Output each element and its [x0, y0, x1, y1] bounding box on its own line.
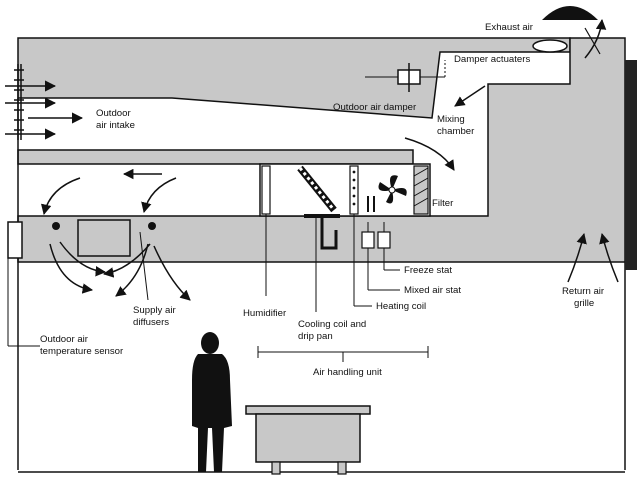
ahu-casing	[259, 163, 431, 217]
label-mixed-air-stat: Mixed air stat	[404, 285, 461, 296]
intake-arrows	[5, 80, 84, 140]
diffuser-leader	[139, 231, 149, 301]
right-wall-column	[625, 60, 637, 270]
leader-lines	[257, 214, 429, 362]
diffuser-right	[148, 222, 156, 230]
return-air-arrows	[567, 232, 619, 283]
label-return-air-grille-1: Return air	[562, 286, 605, 297]
label-exhaust-air: Exhaust air	[485, 22, 534, 33]
label-damper-actuators: Damper actuaters	[454, 54, 530, 65]
exhaust-arrow	[584, 18, 607, 59]
label-humidifier: Humidifier	[243, 308, 287, 319]
label-return-air-grille-2: grille	[574, 298, 594, 309]
mixing-arrow-2	[404, 137, 455, 171]
supply-airflow-arrows	[41, 168, 191, 301]
outdoor-air-intake-grille	[14, 64, 24, 140]
label-heating-coil: Heating coil	[376, 301, 426, 312]
drip-pipe	[320, 218, 338, 250]
label-outdoor-air-intake-1: Outdoor	[96, 108, 131, 119]
mixing-arrow-1	[454, 85, 486, 107]
fan-icon	[378, 175, 407, 204]
mixed-air-stat-box	[361, 231, 375, 249]
label-outdoor-air-damper: Outdoor air damper	[333, 102, 417, 113]
label-air-handling-unit: Air handling unit	[313, 367, 382, 378]
humidifier-panel	[261, 165, 271, 215]
person-silhouette	[192, 332, 232, 472]
label-cooling-coil-2: drip pan	[298, 331, 333, 342]
table	[245, 405, 371, 475]
exhaust-hood	[542, 6, 598, 20]
label-filter: Filter	[432, 198, 454, 209]
cooling-coil	[297, 165, 337, 213]
label-outdoor-air-sensor-1: Outdoor air	[40, 334, 89, 345]
outdoor-air-sensor-box	[7, 221, 23, 259]
label-supply-air-diffusers-1: Supply air	[133, 305, 176, 316]
label-mixing-chamber-2: chamber	[437, 126, 475, 137]
diffuser-left	[52, 222, 60, 230]
upper-intake-duct	[17, 37, 571, 119]
label-outdoor-air-sensor-2: temperature sensor	[40, 346, 124, 357]
freeze-stat-box	[377, 231, 391, 249]
supply-duct	[17, 149, 414, 165]
label-outdoor-air-intake-2: air intake	[96, 120, 135, 131]
label-cooling-coil-1: Cooling coil and	[298, 319, 366, 330]
label-freeze-stat: Freeze stat	[404, 265, 452, 276]
label-supply-air-diffusers-2: diffusers	[133, 317, 169, 328]
filter	[413, 165, 429, 215]
label-mixing-chamber-1: Mixing	[437, 114, 465, 125]
room-vent-box	[77, 219, 131, 257]
exhaust-damper	[532, 39, 568, 53]
